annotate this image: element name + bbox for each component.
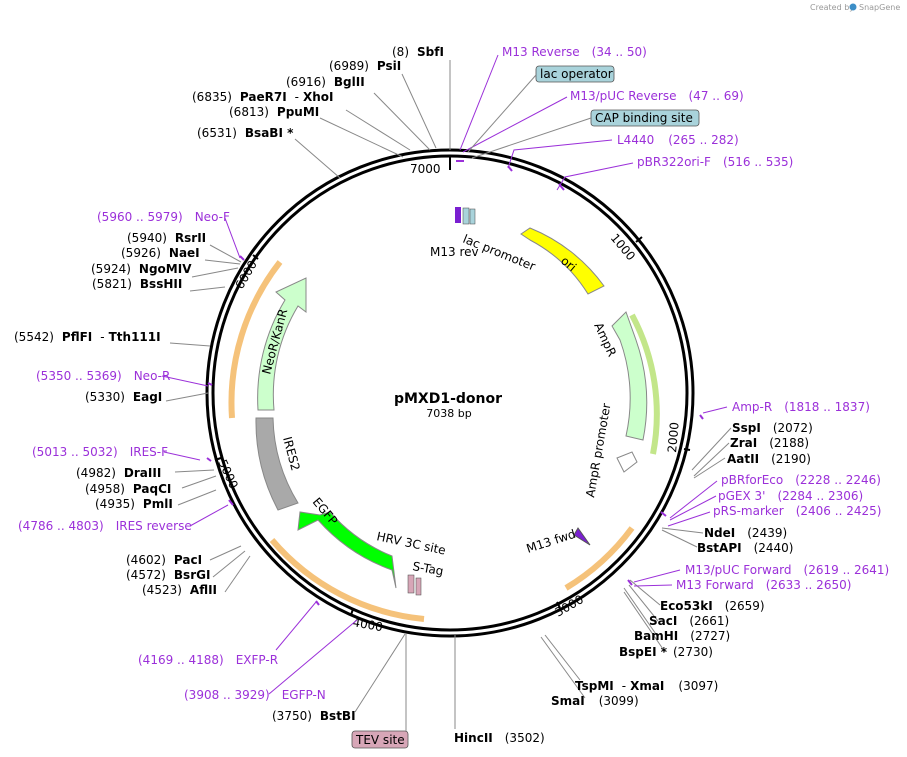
hrv-3c-feature bbox=[407, 574, 415, 594]
primer-ires-f: (5013 .. 5032)IRES-F bbox=[32, 445, 168, 459]
site-bstbi: (3750)BstBI bbox=[272, 709, 356, 723]
site-paci: (4602)PacI bbox=[126, 553, 202, 567]
tick-2000 bbox=[683, 448, 691, 451]
primer-marks bbox=[206, 160, 704, 606]
neor-kanr-feature bbox=[257, 277, 307, 411]
primer-ires-reverse: (4786 .. 4803)IRES reverse bbox=[18, 519, 192, 533]
primer-pgex-3: pGEX 3'(2284 .. 2306) bbox=[718, 489, 863, 503]
primer-prs-marker: pRS-marker(2406 .. 2425) bbox=[713, 504, 881, 518]
snapgene-logo-icon bbox=[849, 3, 857, 11]
primer-neo-f: (5960 .. 5979)Neo-F bbox=[97, 210, 230, 224]
site-aflii: (4523)AflII bbox=[142, 583, 217, 597]
site-leaders bbox=[165, 60, 732, 729]
lac-operator-feature bbox=[462, 207, 470, 225]
ticks bbox=[214, 156, 691, 616]
site-pmli: (4935)PmlI bbox=[95, 497, 173, 511]
ires2-label: IRES2 bbox=[280, 435, 303, 472]
site-eagi: (5330)EagI bbox=[85, 390, 162, 404]
primer-l4440: L4440(265 .. 282) bbox=[617, 133, 739, 147]
primer-exfp-r: (4169 .. 4188)EXFP-R bbox=[138, 653, 278, 667]
site-bglii: (6916)BglII bbox=[286, 75, 365, 89]
svg-text:lac operator: lac operator bbox=[540, 67, 613, 81]
green-band-right bbox=[629, 313, 660, 455]
site-smai: SmaI(3099) bbox=[551, 694, 639, 708]
site-paqci: (4958)PaqCI bbox=[85, 482, 171, 496]
ires2-feature bbox=[255, 417, 299, 511]
orange-band-bottom bbox=[269, 538, 425, 622]
tick-3000 bbox=[556, 601, 561, 609]
m13-fwd-label: M13 fwd bbox=[525, 527, 578, 556]
primer-amp-r: Amp-R(1818 .. 1837) bbox=[732, 400, 870, 414]
boxed-feature-tev-site: TEV site bbox=[351, 634, 409, 749]
m13-rev-label: M13 rev bbox=[430, 245, 479, 259]
primer-m13-puc-forward: M13/pUC Forward(2619 .. 2641) bbox=[685, 563, 889, 577]
site-naei: (5926)NaeI bbox=[121, 246, 200, 260]
boxed-feature-lac-operator: lac operator bbox=[467, 65, 615, 153]
primer-neo-r: (5350 .. 5369)Neo-R bbox=[36, 369, 170, 383]
boxed-feature-cap-binding-site: CAP binding site bbox=[471, 109, 700, 159]
primer-leaders bbox=[161, 54, 728, 695]
site-hincii: HincII(3502) bbox=[454, 731, 545, 745]
orange-band-left bbox=[228, 260, 283, 419]
site-pflfi-tth111i: (5542)PflFI-Tth111I bbox=[14, 330, 161, 344]
site-bsabi: (6531)BsaBI * bbox=[197, 126, 294, 140]
tick-5000 bbox=[214, 457, 222, 461]
primer-m13-puc-reverse: M13/pUC Reverse(47 .. 69) bbox=[570, 89, 744, 103]
m13-fwd-feature bbox=[573, 527, 591, 546]
tick-6000 bbox=[252, 254, 259, 260]
tick-label-2000: 2000 bbox=[665, 422, 682, 454]
primer-m13-forward: M13 Forward(2633 .. 2650) bbox=[676, 578, 851, 592]
site-rsrii: (5940)RsrII bbox=[127, 231, 206, 245]
tick-label-5000: 5000 bbox=[215, 457, 241, 491]
ori-feature bbox=[520, 227, 605, 295]
ampr-feature bbox=[611, 311, 648, 441]
brand-text: SnapGene bbox=[859, 3, 900, 12]
svg-text:TEV site: TEV site bbox=[355, 733, 405, 747]
primer-egfp-n: (3908 .. 3929)EGFP-N bbox=[184, 688, 326, 702]
site-paer7i-xhoi: (6835)PaeR7I-XhoI bbox=[192, 90, 334, 104]
cap-site-feature bbox=[469, 208, 476, 225]
ampr-promoter-feature bbox=[616, 451, 638, 473]
site-tspmi-xmai: TspMI-XmaI(3097) bbox=[575, 679, 718, 693]
site-psii: (6989)PsiI bbox=[329, 59, 401, 73]
site-bamhi: BamHI(2727) bbox=[634, 629, 730, 643]
m13-rev-feature bbox=[455, 207, 461, 223]
site-bstapi: BstAPI(2440) bbox=[697, 541, 793, 555]
neor-kanr-label: NeoR/KanR bbox=[259, 307, 290, 375]
s-tag-feature bbox=[415, 577, 422, 596]
tick-label-7000: 7000 bbox=[410, 162, 441, 176]
tick-label-4000: 4000 bbox=[351, 615, 384, 634]
site-ppumi: (6813)PpuMI bbox=[229, 105, 319, 119]
site-eco53ki: Eco53kI(2659) bbox=[660, 599, 765, 613]
plasmid-name: pMXD1-donor bbox=[394, 391, 502, 407]
primer-m13-reverse: M13 Reverse(34 .. 50) bbox=[502, 45, 647, 59]
tick-4000 bbox=[350, 608, 354, 616]
orange-band-right bbox=[564, 526, 635, 591]
site-bsshii: (5821)BssHII bbox=[92, 277, 182, 291]
primer-pbr322ori-f: pBR322ori-F(516 .. 535) bbox=[637, 155, 793, 169]
primer-pbrforeco: pBRforEco(2228 .. 2246) bbox=[721, 473, 881, 487]
site-draiii: (4982)DraIII bbox=[76, 466, 161, 480]
plasmid-size: 7038 bp bbox=[426, 407, 471, 420]
site-zrai: ZraI(2188) bbox=[730, 436, 809, 450]
site-ndei: NdeI(2439) bbox=[704, 526, 787, 540]
tick-1000 bbox=[635, 236, 643, 243]
site-sspi: SspI(2072) bbox=[732, 421, 813, 435]
site-sbfi: (8)SbfI bbox=[392, 45, 444, 59]
egfp-feature bbox=[297, 511, 397, 589]
site-saci: SacI(2661) bbox=[649, 614, 729, 628]
primer-labels: M13 Reverse(34 .. 50) M13/pUC Reverse(47… bbox=[18, 45, 889, 702]
s-tag-label: S-Tag bbox=[411, 559, 444, 578]
site-bspei: BspEI *(2730) bbox=[619, 645, 713, 659]
site-labels: (8)SbfI (6989)PsiI (6916)BglII (6835)Pae… bbox=[14, 45, 813, 745]
ampr-promoter-label: AmpR promoter bbox=[583, 402, 613, 498]
svg-text:CAP binding site: CAP binding site bbox=[595, 111, 693, 125]
site-bsrgi: (4572)BsrGI bbox=[126, 568, 210, 582]
site-aatii: AatII(2190) bbox=[727, 452, 811, 466]
credit-text: Created by bbox=[810, 3, 854, 12]
site-ngomiv: (5924)NgoMIV bbox=[91, 262, 192, 276]
